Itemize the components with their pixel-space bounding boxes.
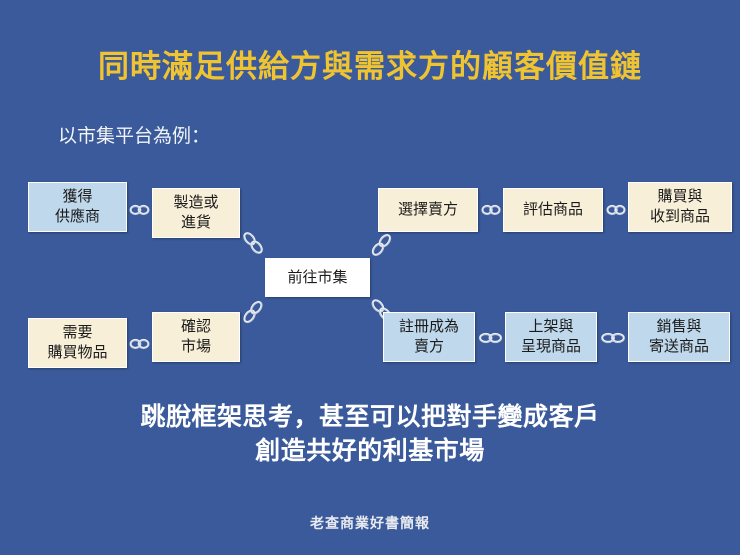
- node-demand-1[interactable]: 需要 購買物品: [28, 318, 127, 368]
- node-buyer-1[interactable]: 選擇賣方: [378, 188, 478, 232]
- key-message-line-2: 創造共好的利基市場: [255, 437, 485, 465]
- node-hub-label: 前往市集: [287, 268, 348, 286]
- node-demand-2-line1: 確認: [180, 318, 211, 335]
- value-chain-diagram: 獲得 供應商 製造或 進貨 需要 購買物品 確認 市場: [0, 170, 740, 385]
- node-buyer-3[interactable]: 購買與 收到商品: [628, 182, 732, 232]
- subtitle-text: 以市集平台為例：: [58, 126, 211, 147]
- node-buyer-3-line1: 購買與: [657, 188, 703, 205]
- node-seller-2-line1: 上架與: [528, 318, 574, 335]
- node-supply-1-line2: 供應商: [54, 208, 100, 225]
- node-buyer-2-line1: 評估商品: [522, 201, 583, 218]
- node-seller-3-line2: 寄送商品: [648, 338, 709, 355]
- chain-link-icon: [477, 331, 504, 345]
- node-buyer-3-line2: 收到商品: [649, 208, 710, 225]
- node-buyer-2[interactable]: 評估商品: [503, 188, 603, 232]
- node-buyer-1-line1: 選擇賣方: [397, 201, 458, 218]
- node-seller-1[interactable]: 註冊成為 賣方: [383, 312, 475, 362]
- node-seller-3-line1: 銷售與: [656, 318, 702, 335]
- chain-link-icon: [236, 294, 269, 331]
- chain-link-icon: [128, 203, 151, 217]
- footer-credit: 老查商業好書簡報: [310, 515, 430, 531]
- node-supply-2[interactable]: 製造或 進貨: [152, 188, 240, 238]
- node-seller-2-line2: 呈現商品: [520, 338, 581, 355]
- node-hub-marketplace[interactable]: 前往市集: [265, 258, 370, 297]
- node-seller-1-line2: 賣方: [413, 338, 444, 355]
- node-demand-1-line2: 購買物品: [47, 344, 108, 361]
- chain-link-icon: [128, 337, 151, 351]
- node-supply-1-line1: 獲得: [62, 188, 93, 205]
- node-demand-2-line2: 市場: [180, 338, 211, 355]
- node-supply-2-line1: 製造或: [173, 194, 219, 211]
- node-seller-2[interactable]: 上架與 呈現商品: [505, 312, 597, 362]
- chain-link-icon: [366, 228, 398, 263]
- chain-link-icon: [237, 225, 270, 260]
- node-seller-1-line1: 註冊成為: [398, 318, 459, 335]
- node-seller-3[interactable]: 銷售與 寄送商品: [628, 312, 730, 362]
- chain-link-icon: [599, 331, 627, 345]
- node-demand-2[interactable]: 確認 市場: [152, 312, 240, 362]
- key-message-line-1: 跳脫框架思考，甚至可以把對手變成客戶: [140, 403, 600, 431]
- chain-link-icon: [605, 203, 627, 217]
- chain-link-icon: [480, 203, 502, 217]
- node-demand-1-line1: 需要: [62, 324, 93, 341]
- node-supply-2-line2: 進貨: [180, 214, 211, 231]
- key-message: 跳脫框架思考，甚至可以把對手變成客戶 創造共好的利基市場: [0, 400, 740, 468]
- node-supply-1[interactable]: 獲得 供應商: [28, 182, 127, 232]
- page-title: 同時滿足供給方與需求方的顧客價值鏈: [98, 49, 642, 84]
